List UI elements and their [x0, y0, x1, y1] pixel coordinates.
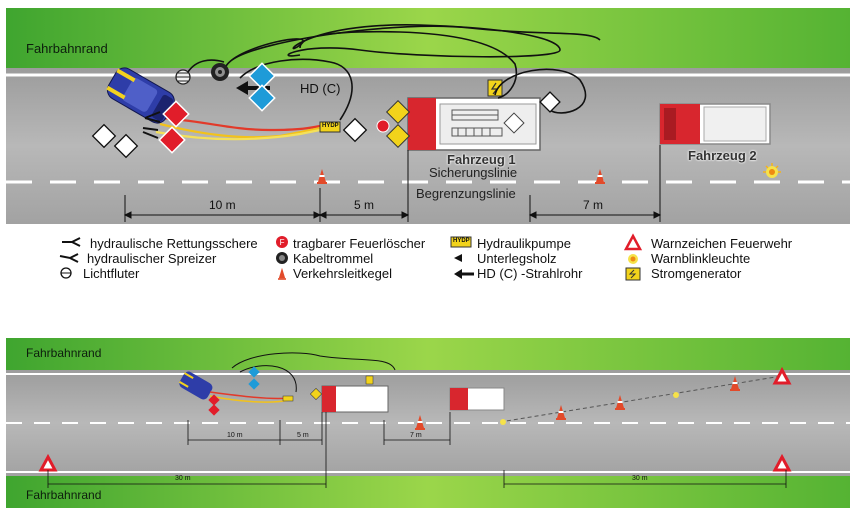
- mini-vehicle-2: [449, 387, 505, 411]
- crashed-car: [106, 67, 175, 124]
- pump-text: HYDP: [322, 123, 339, 129]
- mini-warning-light-1: [500, 419, 506, 425]
- top-scene: [6, 8, 850, 224]
- legend-icon-pump: [450, 236, 472, 248]
- mini-red-signs: [208, 394, 220, 416]
- legend-icon-spreader: [59, 253, 79, 263]
- legend-icon-wood-block: [454, 254, 462, 262]
- white-sign-4: [539, 91, 561, 113]
- yellow-sign-2: [385, 123, 411, 149]
- legend-wood-block: Unterlegsholz: [477, 251, 557, 266]
- white-sign-3: [342, 117, 368, 143]
- mini-yellow-sign: [309, 387, 323, 401]
- mini-cables: [231, 352, 396, 393]
- legend-icon-generator: [625, 267, 641, 281]
- legend-icons: F: [59, 233, 643, 281]
- legend-icon-warning-light: [628, 254, 638, 264]
- legend-warning-light: Warnblinkleuchte: [651, 251, 751, 266]
- red-sign-2: [158, 126, 186, 154]
- bottom-dist-7m: 7 m: [410, 432, 422, 439]
- boundary-line-label: Begrenzungslinie: [416, 186, 516, 201]
- bottom-dist-30m-left: 30 m: [175, 475, 191, 482]
- top-grass-strip: [6, 8, 850, 68]
- extinguisher: [376, 119, 390, 133]
- legend-floodlight: Lichtfluter: [83, 266, 140, 281]
- legend-extinguisher: tragbarer Feuerlöscher: [293, 236, 426, 251]
- legend-icon-warning-triangle: [623, 233, 643, 251]
- bottom-dist-10m: 10 m: [227, 432, 243, 439]
- bottom-edge-label-bottom: Fahrbahnrand: [26, 488, 102, 502]
- rescue-shears-tool: [144, 111, 161, 123]
- bottom-dist-5m: 5 m: [297, 432, 309, 439]
- hydraulic-pump: [319, 121, 341, 133]
- vehicle-2-label: Fahrzeug 2: [688, 148, 757, 163]
- legend-pump-text: HYDP: [453, 238, 470, 244]
- legend-warning-triangle: Warnzeichen Feuerwehr: [651, 236, 793, 251]
- vehicle-1: [407, 97, 541, 151]
- warning-light: [763, 163, 781, 178]
- mini-pump: [282, 395, 294, 402]
- bottom-edge-label-top: Fahrbahnrand: [26, 346, 102, 360]
- red-sign-1: [162, 100, 190, 128]
- mini-warning-light-2: [673, 392, 679, 398]
- legend-icon-cone: [278, 267, 286, 280]
- dist-10m: 10 m: [209, 198, 236, 212]
- legend-icon-floodlight: [60, 267, 72, 279]
- vehicle-2: [659, 103, 771, 145]
- vehicle-1-label: Fahrzeug 1: [447, 152, 516, 167]
- bottom-distance-lines: [47, 412, 787, 488]
- white-sign-1: [91, 123, 117, 149]
- legend-nozzle: HD (C) -Strahlrohr: [477, 266, 583, 281]
- legend-icon-extinguisher: F: [276, 236, 288, 248]
- legend-icon-cable-drum: [276, 252, 288, 264]
- dist-5m: 5 m: [354, 198, 375, 212]
- bottom-grass-top: [6, 338, 850, 370]
- mini-blue-signs: [248, 366, 260, 390]
- legend-shears: hydraulische Rettungsschere: [90, 236, 258, 251]
- cable-drum: [211, 63, 229, 81]
- hd-label: HD (C): [300, 81, 341, 96]
- legend-spreader: hydraulischer Spreizer: [87, 251, 217, 266]
- spreader-tool: [142, 127, 159, 139]
- floodlight: [175, 69, 191, 85]
- cables: [187, 24, 601, 121]
- top-distance-lines: [123, 145, 662, 222]
- svg-text:F: F: [280, 238, 285, 247]
- dist-7m: 7 m: [583, 198, 604, 212]
- generator-on-truck: [487, 79, 503, 97]
- bottom-dist-30m-right: 30 m: [632, 475, 648, 482]
- legend-cone: Verkehrsleitkegel: [293, 266, 392, 281]
- safety-line-label: Sicherungslinie: [429, 165, 518, 180]
- blue-sign-2: [248, 84, 276, 112]
- white-sign-2: [113, 133, 139, 159]
- blue-sign-1: [248, 62, 276, 90]
- legend-generator: Stromgenerator: [651, 266, 742, 281]
- mini-car: [179, 371, 213, 400]
- legend-icon-shears: [62, 237, 81, 247]
- bottom-scene: [6, 338, 850, 508]
- top-edge-label: Fahrbahnrand: [26, 41, 108, 56]
- legend-pump: Hydraulikpumpe: [477, 236, 571, 251]
- bottom-grass-bottom: [6, 476, 850, 508]
- yellow-sign-1: [385, 99, 411, 125]
- mini-vehicle-1: [321, 375, 389, 413]
- legend-icon-nozzle: [454, 269, 474, 279]
- legend-cable-drum: Kabeltrommel: [293, 251, 374, 266]
